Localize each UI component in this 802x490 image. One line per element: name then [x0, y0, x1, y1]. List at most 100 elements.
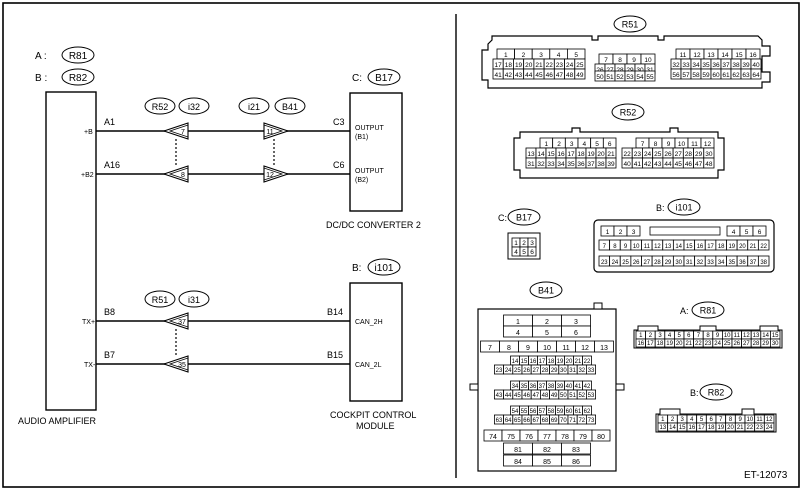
b41-g1-r2-pin: 27: [532, 368, 539, 374]
r81-r1-pin: 11: [734, 333, 741, 339]
r51-mid-r3-pin: 54: [636, 74, 644, 81]
r51-right-r3-pin: 60: [712, 72, 720, 79]
i101-r3-pin: 28: [654, 260, 661, 266]
r52-right-r3-pin: 43: [654, 161, 662, 168]
r52-left-r3-pin: 32: [537, 161, 545, 168]
b41-g3-r2-pin: 69: [551, 418, 558, 424]
b41-g3-r2-pin: 63: [496, 418, 503, 424]
r52-left-r1-pin: 2: [557, 141, 561, 148]
b41-r74-pin: 75: [507, 434, 515, 441]
b41-g1-r1-pin: 14: [512, 359, 519, 365]
i101-r2-pin: 22: [760, 244, 767, 250]
b41-g1-r2-pin: 33: [588, 368, 595, 374]
r51-right-r3-pin: 58: [692, 72, 700, 79]
i101-r2-pin: 10: [633, 244, 640, 250]
tri-8-label: 8: [181, 172, 185, 179]
b41-g3-r2-pin: 67: [532, 418, 539, 424]
b41-g1-r1-pin: 17: [539, 359, 546, 365]
r82-r2-pin: 15: [679, 425, 686, 431]
tri-7-label: 7: [181, 129, 185, 136]
r51-right-r2-pin: 38: [732, 62, 740, 69]
b41-g2-r2-pin: 53: [588, 393, 595, 399]
r52-left-r2-pin: 15: [547, 151, 555, 158]
b41-g3-r1-pin: 59: [557, 409, 564, 415]
b41-top-r2-pin: 6: [574, 330, 578, 337]
jc-i21: i21: [248, 102, 260, 112]
r51-left-r2-pin: 23: [556, 62, 564, 69]
b41-g1-r2-pin: 28: [542, 368, 549, 374]
b41-g2-r2-pin: 43: [496, 393, 503, 399]
b41-r74-pin: 77: [543, 434, 551, 441]
b41-g3-r1-pin: 54: [512, 409, 519, 415]
cockpit-label-2: MODULE: [356, 421, 395, 431]
i101-r2-pin: 16: [697, 244, 704, 250]
r51-right-r3-pin: 57: [682, 72, 690, 79]
r51-left-r1-pin: 1: [504, 52, 508, 59]
i101-r2-pin: 18: [718, 244, 725, 250]
r52-right-r2-pin: 28: [685, 151, 693, 158]
r51-mid-r2-pin: 28: [616, 67, 624, 74]
r51-left-r3-pin: 47: [556, 72, 564, 79]
r51-right-r2-pin: 39: [742, 62, 750, 69]
r52-left-r2-pin: 14: [537, 151, 545, 158]
r51-right-r2-pin: 33: [682, 62, 690, 69]
pin-b8: B8: [104, 307, 115, 317]
jc-i32-badge: [178, 97, 210, 115]
r52-left-r2-pin: 13: [527, 151, 535, 158]
i101-r2-pin: 11: [644, 244, 651, 250]
b41-g1-r1-pin: 16: [530, 359, 537, 365]
i101-r2-pin: 8: [613, 244, 617, 250]
b41-top-r2-pin: 5: [545, 330, 549, 337]
r52-right-r2-pin: 27: [675, 151, 683, 158]
dcdc-prefix: C:: [352, 73, 362, 84]
r81-r1-pin: 13: [753, 333, 760, 339]
r51-right-r1-pin: 12: [693, 52, 701, 59]
i101-prefix: B:: [656, 203, 665, 213]
pin-b15: B15: [327, 350, 343, 360]
r81-r2-pin: 27: [743, 341, 750, 347]
r82-r1-pin: 2: [671, 417, 675, 423]
r52-right-r3-pin: 46: [685, 161, 693, 168]
r51-left-r3-pin: 45: [535, 72, 543, 79]
i101-r1-left-cell: [626, 225, 641, 237]
i101-r1-left-pin: 2: [619, 229, 623, 236]
jc-r52: R52: [152, 102, 169, 112]
r51-mid-r2-pin: 30: [636, 67, 644, 74]
r82-r1-pin: 5: [700, 417, 704, 423]
b41-latch: [593, 302, 603, 310]
r52-left-r3-pin: 35: [567, 161, 575, 168]
b17-prefix: C:: [498, 213, 507, 223]
b17-r2-pin: 4: [514, 249, 518, 256]
r51-mid-r3-pin: 51: [606, 74, 614, 81]
r51-left-r2-pin: 17: [494, 62, 502, 69]
r52-right-r3-cell: [703, 157, 715, 169]
r81-r1-pin: 4: [668, 333, 672, 339]
r82-r2-pin: 23: [756, 425, 763, 431]
b41-g3-r2-pin: 72: [578, 418, 585, 424]
b41-g2-r1-pin: 35: [521, 384, 528, 390]
r51-mid-r1-pin: 10: [644, 57, 652, 64]
term-txm: TX-: [84, 362, 96, 369]
r81-r2-pin: 19: [666, 341, 673, 347]
r52-right-r2-pin: 29: [695, 151, 703, 158]
i101-r3-pin: 35: [728, 260, 735, 266]
b41-top-r2-pin: 4: [516, 330, 520, 337]
i101-badge: [667, 198, 701, 216]
b41-g2-r2-pin: 51: [569, 393, 576, 399]
r82-r2-cell: [763, 422, 775, 432]
r51-left-r1-pin: 2: [522, 52, 526, 59]
b41-g2-r1-pin: 38: [548, 384, 555, 390]
b41-top-r2-cell: [561, 325, 591, 338]
r51-right-r2-pin: 40: [752, 62, 760, 69]
i101-r3-pin: 24: [612, 260, 619, 266]
b41-g1-r2-cell: [586, 364, 597, 375]
r81-r2-pin: 28: [753, 341, 760, 347]
r81-r2-pin: 20: [676, 341, 683, 347]
i101-r2-cell: [757, 239, 770, 251]
i101-r3-pin: 29: [665, 260, 672, 266]
i101-r1-right-pin: 4: [732, 229, 736, 236]
r52-left-r3-pin: 38: [597, 161, 605, 168]
r82-r2-pin: 14: [669, 425, 676, 431]
b17-r1-pin: 1: [514, 240, 518, 247]
